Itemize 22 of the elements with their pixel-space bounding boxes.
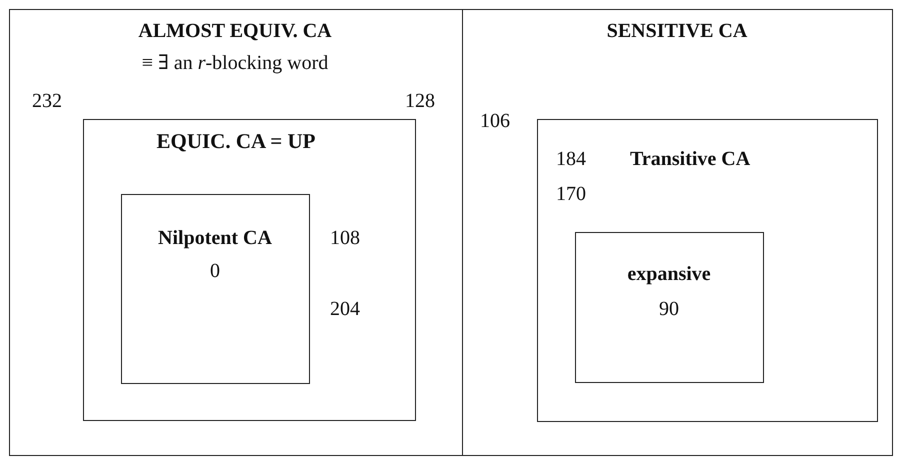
region-box — [9, 9, 463, 456]
region-box — [537, 119, 878, 422]
region-text: ≡ ∃ an r-blocking word — [142, 53, 328, 73]
ca-rule-number: 106 — [480, 111, 510, 131]
region-box — [121, 194, 310, 384]
ca-rule-number: 108 — [330, 228, 360, 248]
ca-rule-number: 184 — [556, 149, 586, 169]
region-title: SENSITIVE CA — [606, 21, 748, 41]
region-text: 0 — [210, 261, 220, 281]
region-title: expansive — [627, 264, 711, 284]
ca-rule-number: 170 — [556, 184, 586, 204]
region-title: EQUIC. CA = UP — [156, 131, 316, 152]
region-box — [83, 119, 416, 421]
region-title: Nilpotent CA — [158, 228, 272, 248]
region-text: 90 — [659, 299, 679, 319]
ca-rule-number: 232 — [32, 91, 62, 111]
region-box — [462, 9, 893, 456]
ca-rule-number: 204 — [330, 299, 360, 319]
region-title: Transitive CA — [630, 149, 750, 169]
region-title: ALMOST EQUIV. CA — [138, 21, 332, 41]
ca-rule-number: 128 — [405, 91, 435, 111]
region-box — [575, 232, 764, 383]
